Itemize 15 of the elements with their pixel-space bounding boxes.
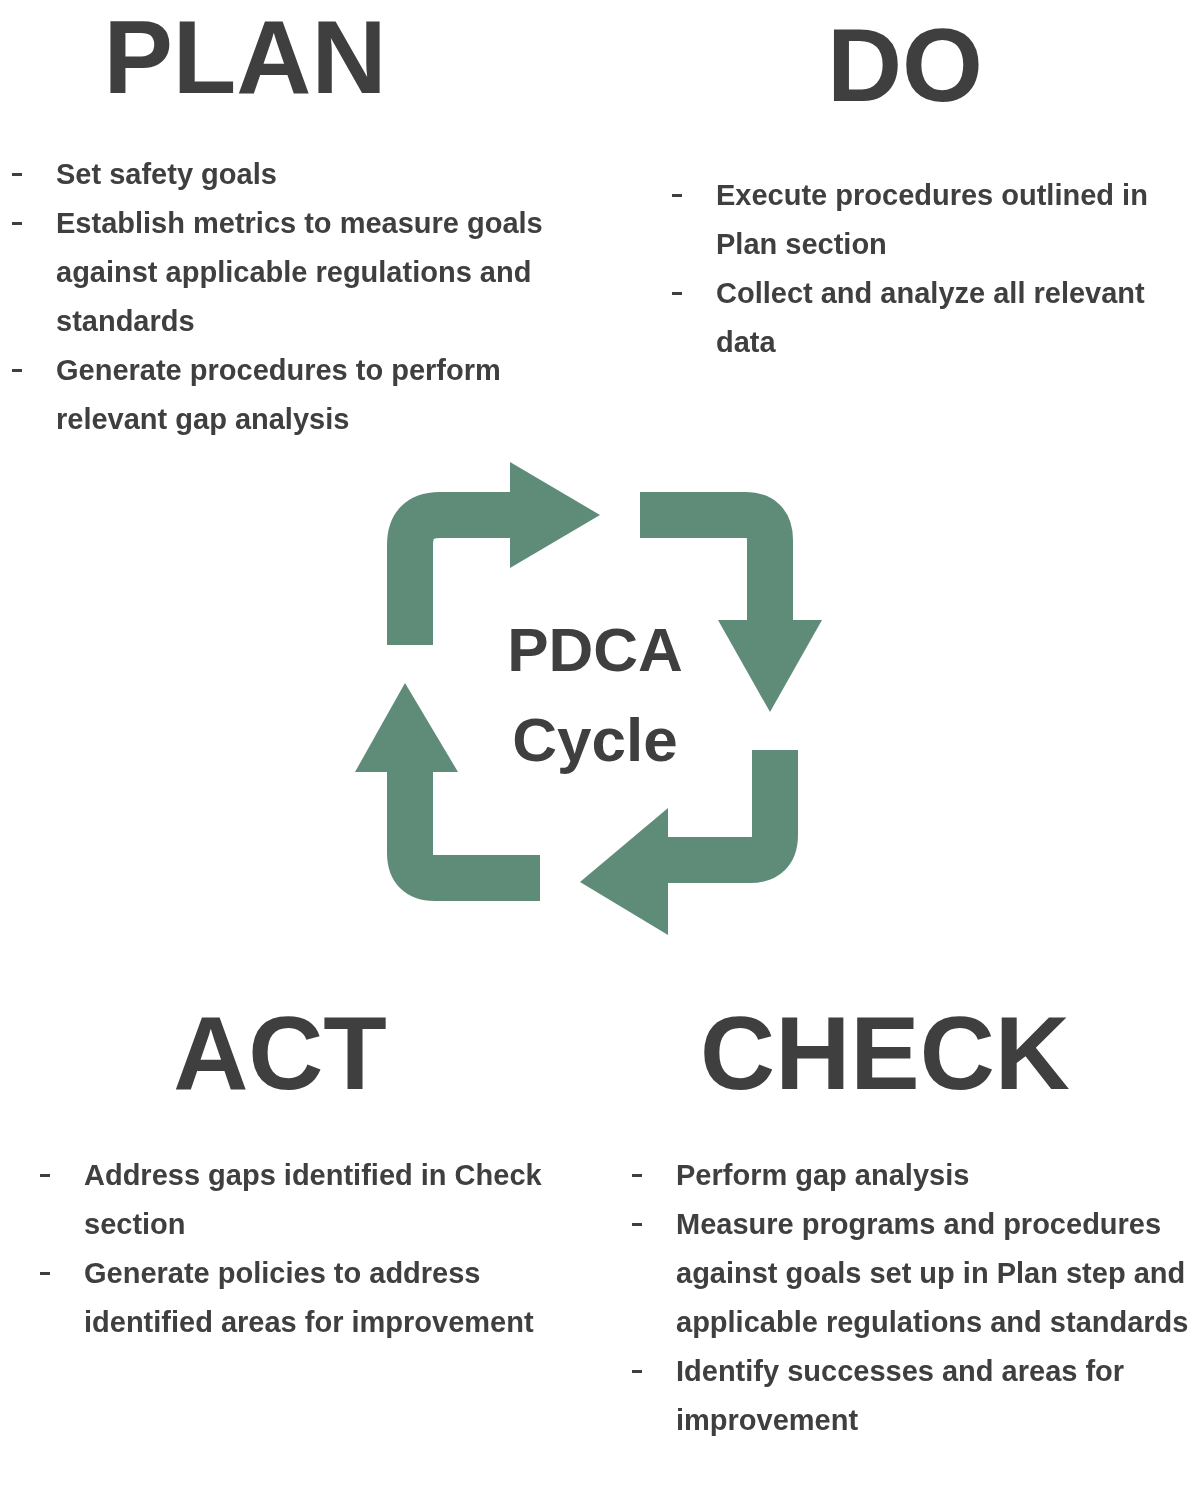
cycle-title: PDCA Cycle <box>506 614 684 776</box>
bullet-text: Perform gap analysis <box>676 1158 971 1193</box>
phase-heading: PLAN <box>102 0 388 115</box>
bullet-text: Execute procedures outlined in Plan section <box>716 178 1149 262</box>
bullet-text: Generate procedures to perform relevant gap analysis <box>56 353 502 437</box>
bullet-text: Establish metrics to measure goals against applicable regulations and standards <box>56 206 544 339</box>
phase-heading: DO <box>826 8 984 123</box>
bullet-text: Collect and analyze all relevant data <box>716 276 1146 360</box>
bullet-text: Identify successes and areas for improvement <box>676 1354 1126 1438</box>
phase-heading: CHECK <box>699 996 1071 1111</box>
phase-heading: ACT <box>172 996 388 1111</box>
bullet-text: Measure programs and procedures against goals set up in Plan step and applicable regulations and standards <box>676 1207 1190 1340</box>
bullet-text: Set safety goals <box>56 157 278 192</box>
bullet-text: Generate policies to address identified areas for improvement <box>84 1256 535 1340</box>
bullet-text: Address gaps identified in Check section <box>84 1158 543 1242</box>
